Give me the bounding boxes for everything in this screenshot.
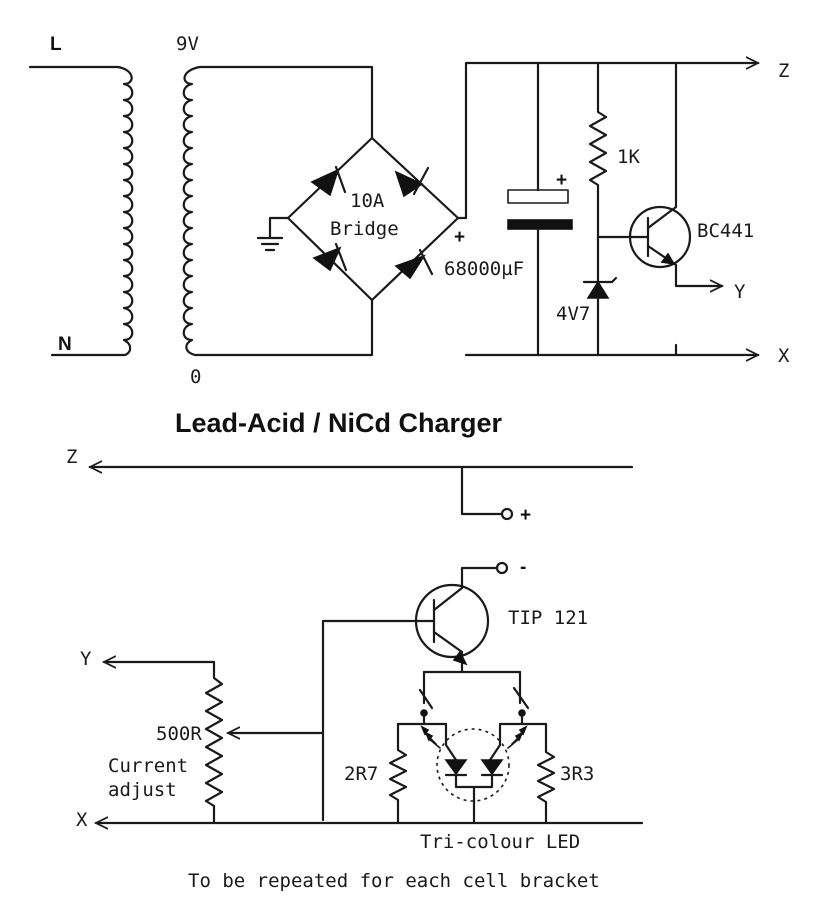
bridge-diode-top-right bbox=[394, 166, 430, 198]
plus-terminal-lead bbox=[460, 465, 504, 516]
transformer: 9V 0 bbox=[116, 33, 374, 388]
bridge-rectifier: 10A Bridge + bbox=[256, 136, 465, 302]
resistor-1k: 1K bbox=[588, 61, 640, 292]
led-common bbox=[454, 773, 494, 825]
secondary-top-label: 9V bbox=[176, 33, 199, 55]
pot-label-line1: Current bbox=[108, 755, 188, 777]
led-light-arrows-right bbox=[507, 725, 528, 749]
mains-neutral-label: N bbox=[58, 334, 72, 355]
bc441-emitter-arrow bbox=[660, 252, 676, 266]
lower-rails: Z + X bbox=[66, 446, 644, 831]
led-left-diode bbox=[444, 759, 468, 776]
filter-capacitor: + 68000µF bbox=[444, 61, 573, 357]
pot-label-line2: adjust bbox=[108, 779, 177, 801]
left-branch-bus bbox=[396, 714, 448, 726]
dc-bus: Z X bbox=[456, 60, 790, 367]
transistor-tip121: - TIP 121 bbox=[321, 557, 588, 822]
led-light-arrows-left bbox=[420, 725, 441, 749]
out-y-label: Y bbox=[734, 281, 746, 303]
tip121-collector bbox=[432, 566, 498, 612]
secondary-bottom-label: 0 bbox=[190, 366, 201, 388]
minus-terminal-label: - bbox=[520, 557, 526, 578]
bc441-label: BC441 bbox=[697, 220, 754, 242]
current-adjust-pot: Y 500R Current adjust bbox=[80, 648, 325, 825]
resistor-2r7: 2R7 bbox=[344, 722, 408, 825]
pot-value: 500R bbox=[156, 723, 202, 745]
bridge-label: Bridge bbox=[330, 218, 399, 240]
tip121-emitter-arrow bbox=[452, 650, 468, 666]
resistor-3r3: 3R3 bbox=[536, 722, 594, 825]
switch-right bbox=[512, 670, 530, 710]
minus-terminal bbox=[495, 561, 509, 575]
led-label: Tri-colour LED bbox=[420, 831, 580, 853]
diagram-caption: To be repeated for each cell bracket bbox=[188, 870, 600, 892]
capacitor-value: 68000µF bbox=[444, 258, 524, 280]
bridge-rating: 10A bbox=[350, 190, 385, 212]
ground-symbol bbox=[256, 216, 290, 252]
r-left-label: 2R7 bbox=[344, 763, 378, 785]
right-branch-bus bbox=[498, 714, 548, 726]
bridge-diode-bottom-left bbox=[312, 242, 348, 272]
bc441-emitter bbox=[646, 244, 722, 286]
r-right-label: 3R3 bbox=[560, 763, 594, 785]
pot-track bbox=[204, 660, 224, 825]
capacitor-plate-pos bbox=[507, 189, 569, 204]
tri-colour-led: Tri-colour LED bbox=[420, 722, 580, 853]
bridge-plus: + bbox=[454, 227, 465, 248]
diagram-title: Lead-Acid / NiCd Charger bbox=[175, 408, 503, 438]
switch-left bbox=[418, 670, 434, 710]
in-x-label: X bbox=[76, 809, 88, 831]
secondary-winding bbox=[182, 65, 202, 357]
out-x-label: X bbox=[778, 345, 790, 367]
capacitor-plus: + bbox=[556, 170, 567, 191]
mains-live-label: L bbox=[50, 34, 62, 55]
out-z-label: Z bbox=[778, 60, 789, 82]
tip121-emitter bbox=[432, 630, 464, 674]
primary-winding bbox=[116, 65, 134, 357]
bridge-diode-bottom-right bbox=[394, 248, 434, 280]
tip121-label: TIP 121 bbox=[508, 607, 588, 629]
transistor-bc441: BC441 Y bbox=[596, 61, 754, 357]
in-z-label: Z bbox=[66, 446, 77, 468]
switch-network bbox=[396, 670, 548, 726]
bridge-diode-top-left bbox=[310, 165, 347, 197]
sec-bottom-wire bbox=[193, 298, 374, 357]
resistor-1k-label: 1K bbox=[617, 146, 640, 168]
plus-terminal bbox=[500, 507, 514, 521]
bc441-collector bbox=[646, 61, 678, 230]
capacitor-plate-neg bbox=[507, 219, 573, 230]
sec-top-wire bbox=[198, 65, 374, 140]
tip121-base-lead bbox=[321, 619, 436, 822]
bridge-diamond bbox=[286, 136, 460, 302]
zener-diode: 4V7 bbox=[556, 276, 618, 357]
plus-rail bbox=[456, 63, 758, 220]
led-right-diode bbox=[480, 759, 504, 776]
mains-input: L N bbox=[28, 34, 127, 357]
zener-body bbox=[586, 280, 610, 299]
zener-label: 4V7 bbox=[556, 303, 590, 325]
plus-terminal-label: + bbox=[520, 505, 531, 526]
in-y-label: Y bbox=[80, 648, 92, 670]
